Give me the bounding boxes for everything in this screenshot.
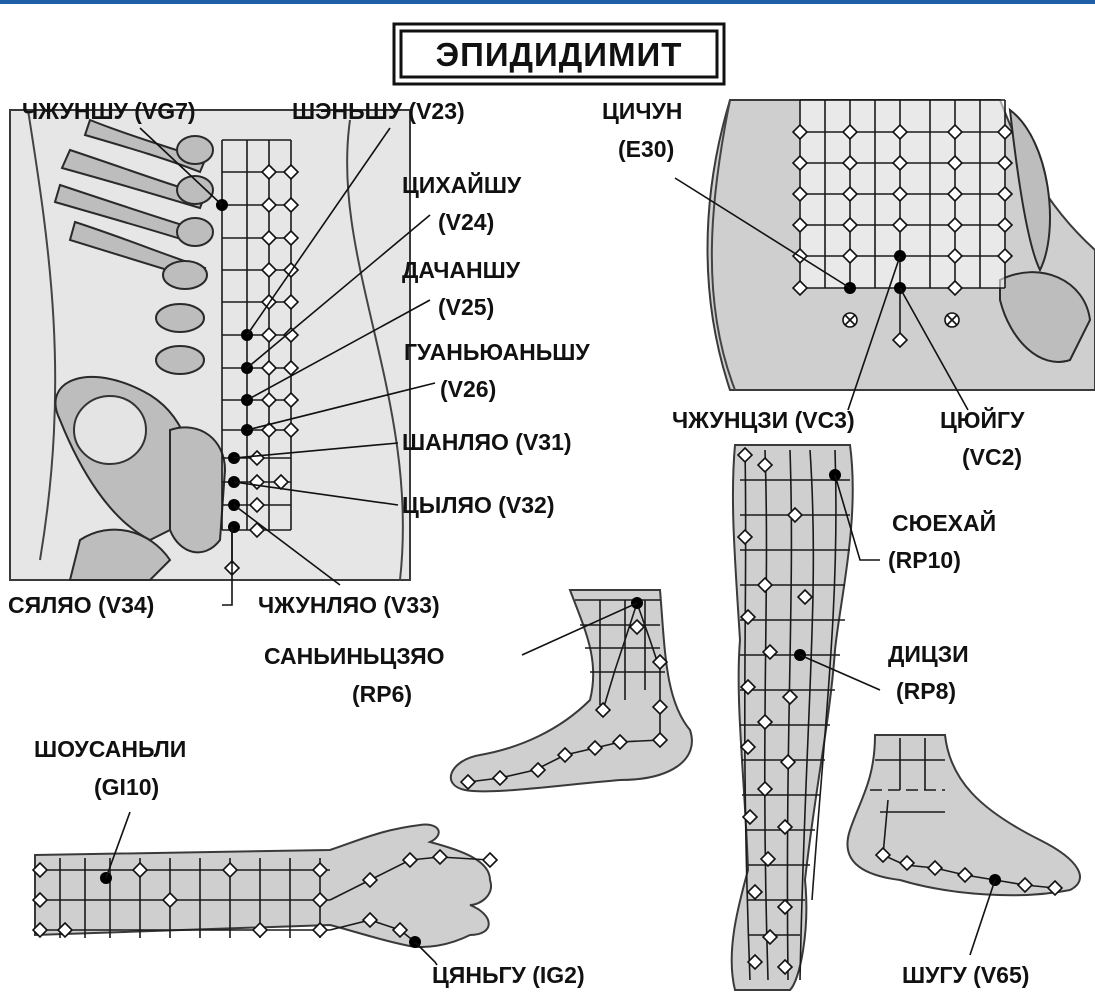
label-v34: СЯЛЯО (V34)	[8, 592, 154, 618]
label-rp10-code: (RP10)	[888, 547, 961, 573]
back-figure	[10, 110, 435, 605]
label-v26-name: ГУАНЬЮАНЬШУ	[404, 339, 590, 365]
label-rp8-name: ДИЦЗИ	[888, 641, 969, 667]
label-vg7: ЧЖУНШУ (VG7)	[22, 98, 196, 124]
label-v26-code: (V26)	[440, 376, 496, 402]
label-v32: ЦЫЛЯО (V32)	[402, 492, 555, 518]
label-gi10-name: ШОУСАНЬЛИ	[34, 736, 186, 762]
label-v23: ШЭНЬШУ (V23)	[292, 98, 465, 124]
abdomen-figure	[675, 100, 1095, 410]
label-ig2: ЦЯНЬГУ (IG2)	[432, 962, 585, 988]
page-title: ЭПИДИДИМИТ	[436, 36, 683, 73]
label-gi10-code: (GI10)	[94, 774, 159, 800]
label-v25-name: ДАЧАНШУ	[402, 257, 521, 283]
label-e30-name: ЦИЧУН	[602, 98, 682, 124]
inner-foot-figure	[451, 590, 692, 791]
label-vc2-code: (VC2)	[962, 444, 1022, 470]
label-rp6-name: САНЬИНЬЦЗЯО	[264, 643, 445, 669]
outer-foot-figure	[847, 735, 1080, 955]
title-box: ЭПИДИДИМИТ	[394, 24, 724, 84]
label-v33: ЧЖУНЛЯО (V33)	[258, 592, 440, 618]
leg-figure	[732, 445, 880, 990]
label-e30-code: (E30)	[618, 136, 674, 162]
label-rp8-code: (RP8)	[896, 678, 956, 704]
label-vc2-name: ЦЮЙГУ	[940, 406, 1025, 433]
label-vc3: ЧЖУНЦЗИ (VC3)	[672, 407, 855, 433]
sacrum	[170, 427, 225, 552]
label-v24-code: (V24)	[438, 209, 494, 235]
label-rp6-code: (RP6)	[352, 681, 412, 707]
label-v24-name: ЦИХАЙШУ	[402, 171, 522, 198]
label-rp10-name: СЮЕХАЙ	[892, 509, 996, 536]
top-rule	[0, 0, 1095, 4]
label-v31: ШАНЛЯО (V31)	[402, 429, 572, 455]
label-v25-code: (V25)	[438, 294, 494, 320]
label-v65: ШУГУ (V65)	[902, 962, 1029, 988]
point-v34	[228, 521, 240, 533]
arm-figure	[33, 812, 497, 965]
